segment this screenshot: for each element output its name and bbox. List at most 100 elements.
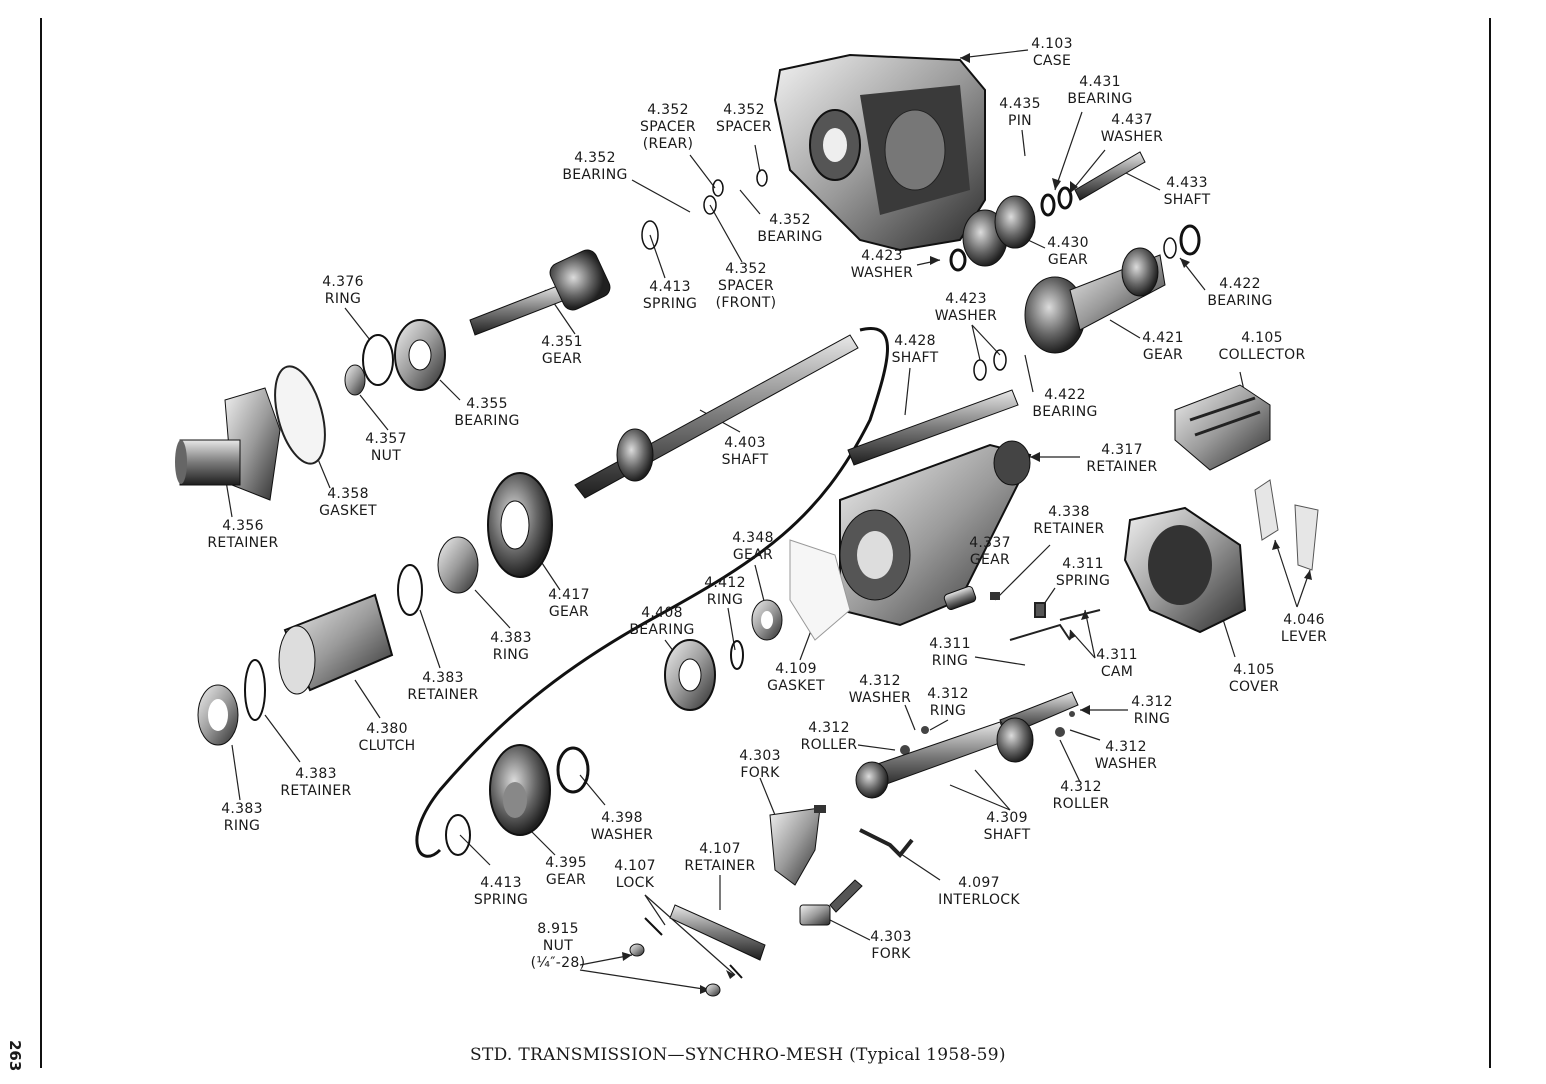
lower-retainer	[244, 659, 266, 721]
lower-sync-ring	[197, 684, 239, 746]
interlock-spring-and-cams	[1009, 602, 1101, 641]
rear-bearing-ring	[730, 640, 744, 670]
speedometer-retainer	[990, 592, 1000, 600]
main-drive-gear	[469, 249, 611, 336]
extension-gasket	[789, 539, 851, 641]
bearing-nut	[344, 364, 366, 396]
synchronizer-clutch	[278, 593, 394, 695]
leader-arrowheads	[622, 53, 1312, 994]
second-speed-gear	[487, 472, 553, 578]
spacer-rings	[641, 169, 1201, 381]
extension-retainer	[839, 440, 1032, 627]
speedometer-driven-gear	[943, 585, 977, 611]
rear-bearing	[664, 639, 716, 711]
page-border-right	[1489, 18, 1491, 1068]
main-shaft	[574, 334, 859, 499]
lever-retainer	[669, 904, 766, 961]
speedometer-drive-gear	[751, 599, 783, 641]
front-retainer-gasket	[274, 365, 326, 465]
reverse-idler-shaft	[1074, 151, 1146, 201]
small-rollers-washers	[900, 711, 1075, 755]
transmission-case	[773, 53, 986, 252]
diagram-caption: STD. TRANSMISSION—SYNCHRO-MESH (Typical …	[470, 1045, 1006, 1065]
reverse-idler-gear	[962, 195, 1036, 267]
countershaft	[847, 389, 1019, 466]
page-border-left	[40, 18, 42, 1068]
front-bearing-retainer	[175, 387, 281, 501]
snap-ring	[362, 334, 394, 386]
main-drive-bearing	[394, 319, 446, 391]
lock-nuts	[629, 917, 743, 997]
shift-levers	[1254, 479, 1319, 571]
synchronizer-spring-loop	[415, 327, 889, 858]
clutch-retainer-ring	[397, 564, 423, 616]
lower-spring-ring	[445, 814, 471, 856]
shift-collector	[1174, 384, 1271, 471]
shift-fork-lower	[799, 879, 863, 926]
side-cover	[1123, 506, 1247, 634]
interlock-rod	[859, 828, 914, 858]
synchronizer-ring	[437, 536, 479, 594]
shift-fork-upper	[769, 805, 826, 886]
